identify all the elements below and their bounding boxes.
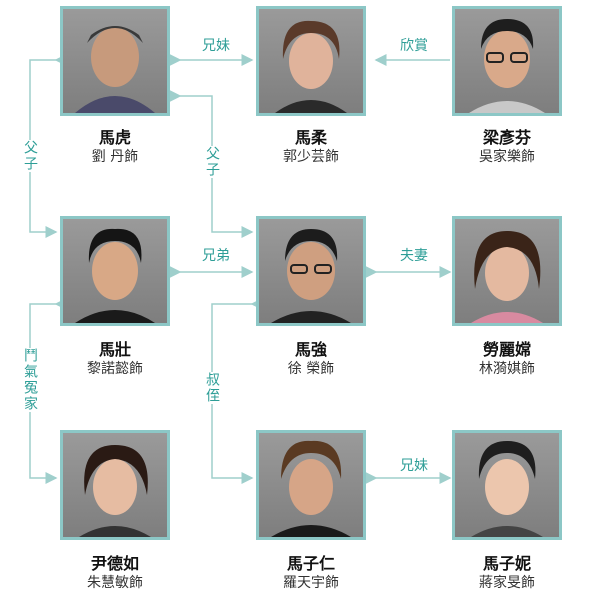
character-name-ma-fu: 馬虎 <box>98 128 131 147</box>
relation-label-father-son-mid: 父子 <box>204 146 220 178</box>
actor-credit-ma-yau: 郭少芸飾 <box>283 149 339 165</box>
actor-credit-leung-yin-fan: 吳家樂飾 <box>479 149 535 165</box>
actor-credit-ma-chong: 黎諾懿飾 <box>87 361 143 377</box>
relation-label-spouses: 夫妻 <box>394 248 434 264</box>
character-name-ma-tsz-nei: 馬子妮 <box>482 554 531 573</box>
portrait-ma-tsz-nei <box>452 430 562 540</box>
character-name-leung-yin-fan: 梁彥芬 <box>482 128 531 147</box>
relation-label-feud: 鬥氣冤家 <box>22 348 38 412</box>
character-name-ma-yau: 馬柔 <box>294 128 327 147</box>
character-name-ma-keung: 馬強 <box>294 340 327 359</box>
character-name-ma-chong: 馬壯 <box>98 340 131 359</box>
portrait-wan-tak-yu <box>60 430 170 540</box>
relation-label-siblings-bottom: 兄妹 <box>394 458 434 474</box>
relation-label-admires: 欣賞 <box>394 38 434 54</box>
actor-credit-ma-fu: 劉 丹飾 <box>91 149 139 165</box>
portrait-ma-tsz-yan <box>256 430 366 540</box>
portrait-ma-keung <box>256 216 366 326</box>
actor-credit-ma-keung: 徐 榮飾 <box>287 361 335 377</box>
portrait-ma-chong <box>60 216 170 326</box>
portrait-leung-yin-fan <box>452 6 562 116</box>
character-name-ma-tsz-yan: 馬子仁 <box>286 554 335 573</box>
portrait-lo-lai-sheung <box>452 216 562 326</box>
relation-label-brothers: 兄弟 <box>196 248 236 264</box>
character-name-wan-tak-yu: 尹德如 <box>90 554 139 573</box>
actor-credit-ma-tsz-yan: 羅天宇飾 <box>283 575 339 591</box>
actor-credit-ma-tsz-nei: 蔣家旻飾 <box>479 575 535 591</box>
relation-label-siblings-top: 兄妹 <box>196 38 236 54</box>
actor-credit-lo-lai-sheung: 林漪娸飾 <box>479 361 535 377</box>
relation-label-uncle-nephew: 叔侄 <box>204 372 220 404</box>
portrait-ma-fu <box>60 6 170 116</box>
character-name-lo-lai-sheung: 勞麗嫦 <box>482 340 531 359</box>
actor-credit-wan-tak-yu: 朱慧敏飾 <box>87 575 143 591</box>
relation-label-father-son-left: 父子 <box>22 140 38 172</box>
portrait-ma-yau <box>256 6 366 116</box>
